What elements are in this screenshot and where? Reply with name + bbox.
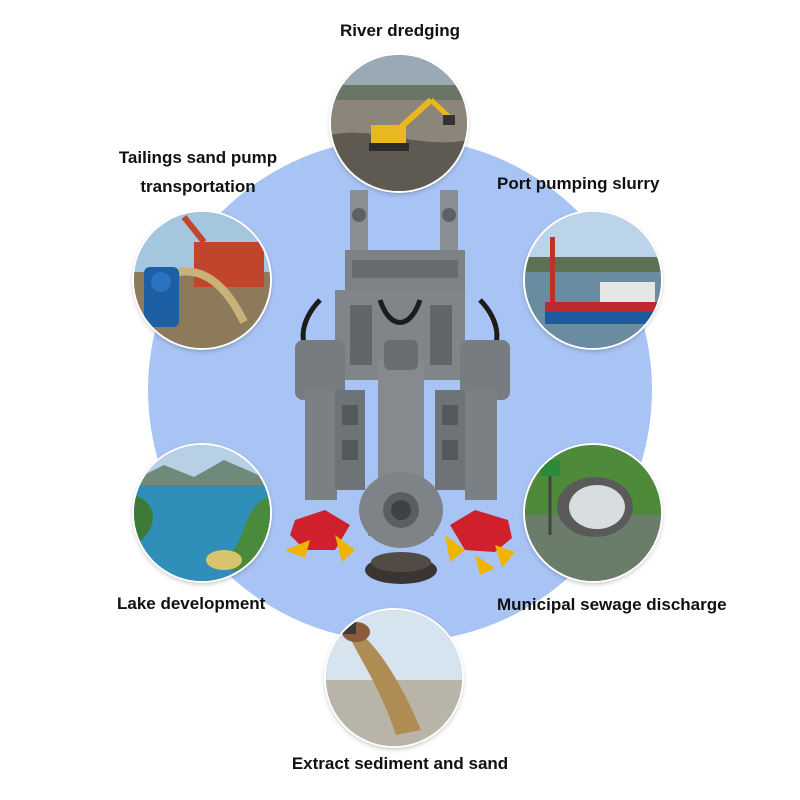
lake-development-label: Lake development (117, 594, 266, 613)
excavator-on-riverbank-photo (331, 55, 467, 191)
municipal-sewage-label: Municipal sewage discharge (497, 595, 727, 614)
dredger-ship-in-port-photo (525, 212, 661, 348)
tailings-pump-excavator-photo (134, 212, 270, 348)
hand-holding-sand-photo (326, 610, 462, 746)
extract-sediment-label: Extract sediment and sand (291, 754, 509, 773)
sewage-pipe-outlet-photo (525, 445, 661, 581)
port-pumping-label: Port pumping slurry (497, 174, 660, 193)
tailings-label-line2: transportation (140, 177, 256, 196)
river-dredging-label: River dredging (340, 21, 460, 40)
hydraulic-slurry-pump-image (280, 190, 520, 600)
tailings-label-line1: Tailings sand pump (118, 148, 278, 167)
lake-aerial-photo (134, 445, 270, 581)
